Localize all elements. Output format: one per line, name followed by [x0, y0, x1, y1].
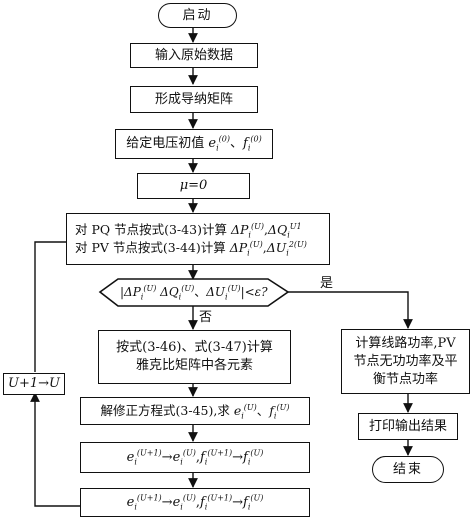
convergence-check: |ΔPi(U) ΔQi(U)、ΔUi(U)|<ε?	[120, 283, 268, 302]
jacobian-line2: 雅克比矩阵中各元素	[135, 358, 253, 373]
update-voltage-formula-2: ei(U+1)→ei(U),fi(U+1)→fi(U)	[126, 493, 264, 512]
decision-diamond	[98, 278, 290, 307]
update-voltage-formula-1: ei(U+1)→ei(U),fi(U+1)→fi(U)	[126, 448, 264, 467]
jacobian-line1: 按式(3-46)、式(3-47)计算	[116, 340, 273, 355]
yes-label: 是	[320, 276, 334, 291]
compute-mismatch-box: 对 PQ 节点按式(3-43)计算 ΔPi(U),ΔQiU1 对 PV 节点按式…	[66, 213, 330, 265]
print-output-box: 打印输出结果	[358, 413, 458, 440]
start-label: 启动	[182, 7, 213, 23]
init-voltage-formula: ei(0)、fi(0)	[208, 134, 262, 153]
solve-correction-label: 解修正方程式(3-45),求	[100, 403, 230, 418]
solve-correction-formula: ei(U)、fi(U)	[233, 402, 290, 421]
solve-correction-box: 解修正方程式(3-45),求 ei(U)、fi(U)	[80, 397, 310, 425]
loop-line-top	[34, 237, 76, 372]
form-admittance-box: 形成导纳矩阵	[130, 86, 258, 113]
arrow-yes-branch	[288, 291, 413, 329]
counter-update-box: U+1→U	[3, 373, 65, 395]
pq-line: 对 PQ 节点按式(3-43)计算 ΔPi(U),ΔQiU1	[75, 221, 302, 239]
convergence-formula: |ΔPi(U) ΔQi(U)、ΔUi(U)|	[120, 284, 245, 302]
jacobian-box: 按式(3-46)、式(3-47)计算 雅克比矩阵中各元素	[98, 330, 291, 384]
end-terminal: 结束	[372, 456, 444, 483]
start-terminal: 启动	[158, 3, 237, 28]
result-line1: 计算线路功率,PV	[355, 335, 456, 351]
update-voltage-box-2: ei(U+1)→ei(U),fi(U+1)→fi(U)	[80, 488, 310, 517]
pv-label: 对 PV 节点按式(3-44)计算	[75, 240, 226, 255]
print-output-label: 打印输出结果	[368, 418, 447, 434]
init-voltage-text: 给定电压初值 ei(0)、fi(0)	[126, 135, 262, 153]
convergence-threshold: <ε?	[244, 285, 268, 299]
no-label: 否	[199, 310, 213, 325]
input-data-box: 输入原始数据	[130, 43, 258, 68]
pv-formula: ΔPi(U),ΔUi2(U)	[229, 239, 307, 258]
end-label: 结束	[392, 461, 423, 477]
result-line3: 衡节点功率	[372, 371, 438, 387]
pq-formula: ΔPi(U),ΔQiU1	[230, 221, 302, 240]
update-voltage-box-1: ei(U+1)→ei(U),fi(U+1)→fi(U)	[80, 442, 310, 473]
solve-correction-text: 解修正方程式(3-45),求 ei(U)、fi(U)	[101, 402, 290, 420]
init-voltage-label: 给定电压初值	[126, 136, 205, 151]
result-line2: 节点无功功率及平	[353, 353, 458, 369]
init-voltage-box: 给定电压初值 ei(0)、fi(0)	[115, 129, 273, 159]
input-data-label: 输入原始数据	[154, 47, 233, 63]
counter-update-label: U+1→U	[8, 376, 60, 391]
mu-init-box: μ=0	[137, 173, 250, 199]
form-admittance-label: 形成导纳矩阵	[154, 91, 233, 107]
pv-line: 对 PV 节点按式(3-44)计算 ΔPi(U),ΔUi2(U)	[75, 239, 307, 257]
result-calc-box: 计算线路功率,PV 节点无功功率及平 衡节点功率	[341, 329, 470, 394]
mu-init-label: μ=0	[179, 178, 208, 193]
pq-label: 对 PQ 节点按式(3-43)计算	[75, 222, 227, 237]
